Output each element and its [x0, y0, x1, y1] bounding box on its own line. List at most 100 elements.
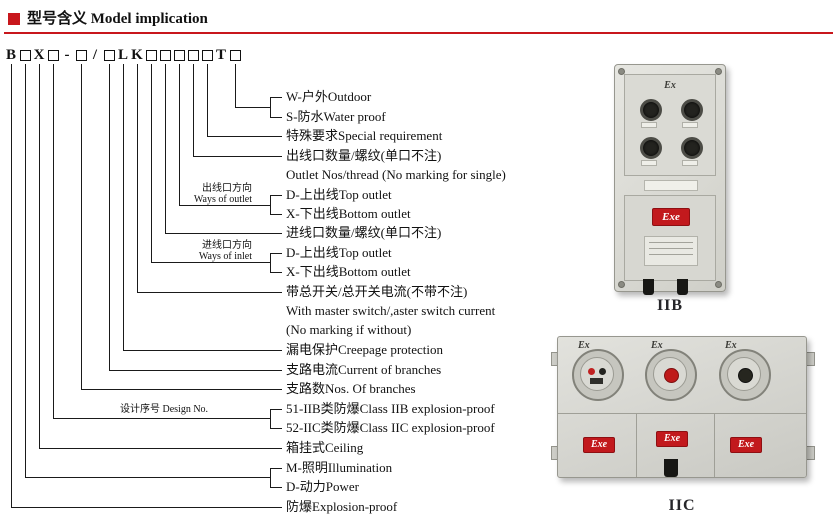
connector-line — [81, 389, 282, 390]
label-top-outlet-1: D-上出线Top outlet — [286, 187, 392, 202]
connector-line — [235, 64, 236, 107]
connector-line — [11, 507, 282, 508]
small-label-strip — [644, 180, 698, 191]
header-bullet-icon — [8, 13, 20, 25]
code-box — [144, 46, 158, 64]
pushbutton-icon — [681, 137, 703, 159]
code-box — [102, 46, 116, 64]
exe-badge: Exe — [656, 431, 688, 447]
label-special-requirement: 特殊要求Special requirement — [286, 128, 443, 143]
panel-seam — [636, 413, 637, 477]
connector-line — [270, 195, 282, 196]
page-title: 型号含义 Model implication — [27, 7, 208, 28]
side-label-ways-of-inlet-zh: 进线口方向 — [202, 240, 252, 251]
mounting-lug — [806, 446, 815, 460]
code-box — [228, 46, 242, 64]
connector-line — [151, 64, 152, 262]
connector-line — [109, 64, 110, 370]
page-title-en: Model implication — [90, 11, 208, 27]
product-photo-iib: Ex Exe — [612, 62, 728, 296]
ex-marking: Ex — [664, 80, 676, 91]
flameproof-window — [719, 349, 771, 401]
connector-line — [81, 64, 82, 389]
side-label-design-no: 设计序号 Design No. — [120, 404, 209, 415]
pushbutton-icon — [640, 137, 662, 159]
ex-marking: Ex — [578, 340, 590, 351]
label-power: D-动力Power — [286, 479, 359, 494]
connector-line — [270, 214, 282, 215]
screw-icon — [715, 281, 722, 288]
connector-line — [53, 64, 54, 418]
code-char: / — [92, 46, 98, 63]
side-label-ways-of-outlet-en: Ways of outlet — [193, 194, 252, 205]
connector-line — [123, 64, 124, 350]
connector-line — [270, 253, 271, 273]
code-char: B — [5, 46, 16, 63]
connector-line — [235, 107, 270, 108]
black-knob-icon — [738, 368, 753, 383]
label-ceiling: 箱挂式Ceiling — [286, 440, 364, 455]
black-button-icon — [599, 368, 606, 375]
panel-seam — [558, 413, 806, 414]
pushbutton-icon — [640, 99, 662, 121]
product-photo-iic: Ex Ex Ex Exe Exe Exe — [551, 332, 815, 484]
code-char: T — [215, 46, 226, 63]
pushbutton-icon — [681, 99, 703, 121]
label-branch-current: 支路电流Current of branches — [286, 362, 442, 377]
code-box — [18, 46, 32, 64]
code-char: X — [33, 46, 45, 63]
connector-line — [25, 477, 270, 478]
connector-line — [270, 97, 282, 98]
enclosure-body: Ex Ex Ex Exe Exe Exe — [557, 336, 807, 478]
code-box — [186, 46, 200, 64]
side-label-ways-of-inlet-en: Ways of inlet — [198, 251, 252, 262]
connector-line — [270, 117, 282, 118]
mounting-lug — [806, 352, 815, 366]
screw-icon — [618, 68, 625, 75]
connector-line — [193, 64, 194, 156]
connector-line — [270, 409, 271, 429]
connector-line — [39, 448, 282, 449]
button-tag — [641, 160, 657, 166]
connector-line — [270, 409, 282, 410]
connector-line — [207, 64, 208, 136]
label-class-iib: 51-IIB类防爆Class IIB explosion-proof — [286, 401, 495, 416]
red-knob-icon — [664, 368, 679, 383]
flameproof-window — [645, 349, 697, 401]
connector-line — [179, 205, 270, 206]
label-outlet-count: 出线口数量/螺纹(单口不注) — [286, 148, 442, 163]
label-inlet-count: 进线口数量/螺纹(单口不注) — [286, 225, 442, 240]
page-title-zh: 型号含义 — [27, 11, 88, 27]
label-bottom-outlet-2: X-下出线Bottom outlet — [286, 264, 411, 279]
connector-line — [179, 64, 180, 205]
connector-line — [270, 428, 282, 429]
label-class-iic: 52-IIC类防爆Class IIC explosion-proof — [286, 420, 495, 435]
flameproof-window — [572, 349, 624, 401]
screw-icon — [715, 68, 722, 75]
code-box — [200, 46, 214, 64]
label-bottom-outlet-1: X-下出线Bottom outlet — [286, 206, 411, 221]
code-box — [172, 46, 186, 64]
connector-line — [270, 253, 282, 254]
connector-line — [270, 195, 271, 215]
label-outlet-count-en: Outlet Nos/thread (No marking for single… — [286, 167, 506, 182]
exe-badge: Exe — [583, 437, 615, 453]
header-rule — [4, 32, 833, 34]
red-button-icon — [588, 368, 595, 375]
label-master-switch: 带总开关/总开关电流(不带不注) — [286, 284, 468, 299]
connector-line — [165, 233, 282, 234]
connector-line — [270, 468, 282, 469]
enclosure-body: Ex Exe — [614, 64, 726, 295]
label-branch-count: 支路数Nos. Of branches — [286, 381, 416, 396]
exe-badge: Exe — [652, 208, 690, 226]
connector-line — [270, 97, 271, 118]
connector-line — [270, 487, 282, 488]
rocker-switch — [590, 378, 603, 384]
connector-line — [25, 64, 26, 477]
connector-line — [270, 272, 282, 273]
connector-line — [207, 136, 282, 137]
caption-iic: IIC — [668, 497, 696, 514]
code-box — [74, 46, 88, 64]
connector-line — [137, 64, 138, 292]
